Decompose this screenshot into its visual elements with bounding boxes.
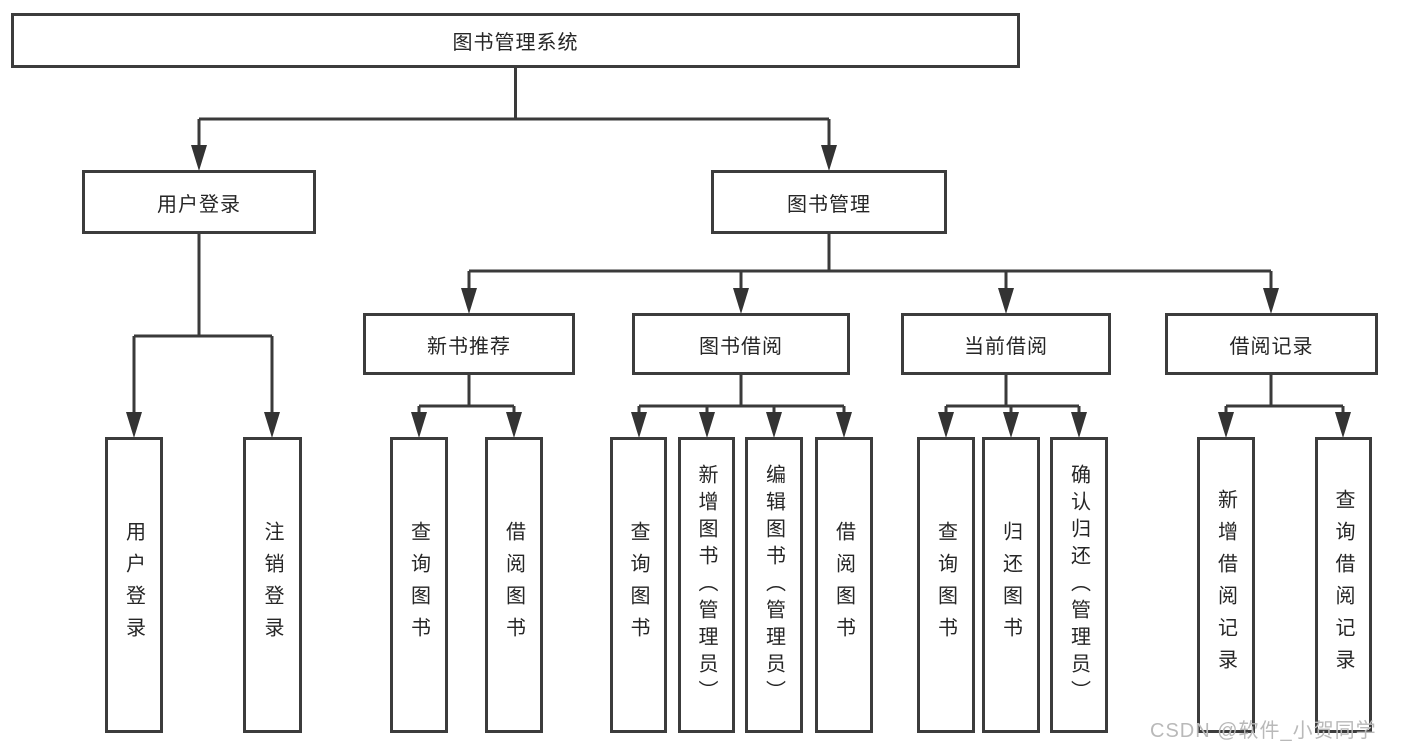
arrow-down-icon [1071, 412, 1087, 438]
leaf-query-book: 查询图书 [390, 437, 448, 733]
node-user-login: 用户登录 [82, 170, 316, 234]
arrow-down-icon [506, 412, 522, 438]
leaf-label: 编辑图书（管理员） [762, 463, 785, 707]
arrow-down-icon [733, 288, 749, 314]
leaf-label: 查询借阅记录 [1332, 489, 1354, 681]
leaf-return-book: 归还图书 [982, 437, 1040, 733]
leaf-query-borrow-record: 查询借阅记录 [1315, 437, 1372, 733]
leaf-label: 注销登录 [261, 521, 283, 649]
arrow-down-icon [191, 145, 207, 171]
node-label: 当前借阅 [964, 335, 1048, 358]
leaf-label: 确认归还（管理员） [1067, 463, 1090, 707]
leaf-confirm-return-admin: 确认归还（管理员） [1050, 437, 1108, 733]
arrow-down-icon [126, 412, 142, 438]
node-label: 图书管理 [787, 193, 871, 216]
arrow-down-icon [1003, 412, 1019, 438]
arrow-down-icon [821, 145, 837, 171]
leaf-add-borrow-record: 新增借阅记录 [1197, 437, 1255, 733]
leaf-borrow-book: 借阅图书 [815, 437, 873, 733]
leaf-label: 新增借阅记录 [1214, 489, 1237, 681]
leaf-label: 查询图书 [627, 521, 649, 649]
leaf-user-login: 用户登录 [105, 437, 163, 733]
arrow-down-icon [631, 412, 647, 438]
leaf-borrow-book: 借阅图书 [485, 437, 543, 733]
arrow-down-icon [1335, 412, 1351, 438]
leaf-label: 用户登录 [122, 521, 145, 649]
arrow-down-icon [766, 412, 782, 438]
leaf-label: 借阅图书 [832, 521, 855, 649]
node-new-book-recommend: 新书推荐 [363, 313, 575, 375]
arrow-down-icon [998, 288, 1014, 314]
leaf-label: 借阅图书 [502, 521, 525, 649]
arrow-down-icon [264, 412, 280, 438]
node-current-borrow: 当前借阅 [901, 313, 1111, 375]
csdn-watermark: CSDN @软件_小贺同学 [1150, 720, 1377, 742]
arrowheads [126, 145, 1351, 438]
node-label: 图书借阅 [699, 335, 783, 358]
leaf-add-book-admin: 新增图书（管理员） [678, 437, 735, 733]
leaf-label: 查询图书 [934, 521, 957, 649]
arrow-down-icon [938, 412, 954, 438]
leaf-edit-book-admin: 编辑图书（管理员） [745, 437, 803, 733]
node-label: 用户登录 [157, 193, 241, 216]
leaf-label: 新增图书（管理员） [695, 463, 717, 707]
node-borrow-records: 借阅记录 [1165, 313, 1378, 375]
leaf-label: 查询图书 [407, 521, 430, 649]
leaf-label: 归还图书 [999, 521, 1022, 649]
leaf-query-book: 查询图书 [917, 437, 975, 733]
arrow-down-icon [1218, 412, 1234, 438]
arrow-down-icon [461, 288, 477, 314]
leaf-logout: 注销登录 [243, 437, 302, 733]
arrow-down-icon [1263, 288, 1279, 314]
node-label: 图书管理系统 [452, 32, 579, 54]
leaf-query-book: 查询图书 [610, 437, 667, 733]
node-label: 借阅记录 [1229, 335, 1314, 358]
node-root: 图书管理系统 [11, 13, 1020, 68]
node-book-management: 图书管理 [711, 170, 947, 234]
node-label: 新书推荐 [427, 335, 511, 358]
node-book-borrow: 图书借阅 [632, 313, 850, 375]
arrow-down-icon [836, 412, 852, 438]
arrow-down-icon [699, 412, 715, 438]
arrow-down-icon [411, 412, 427, 438]
